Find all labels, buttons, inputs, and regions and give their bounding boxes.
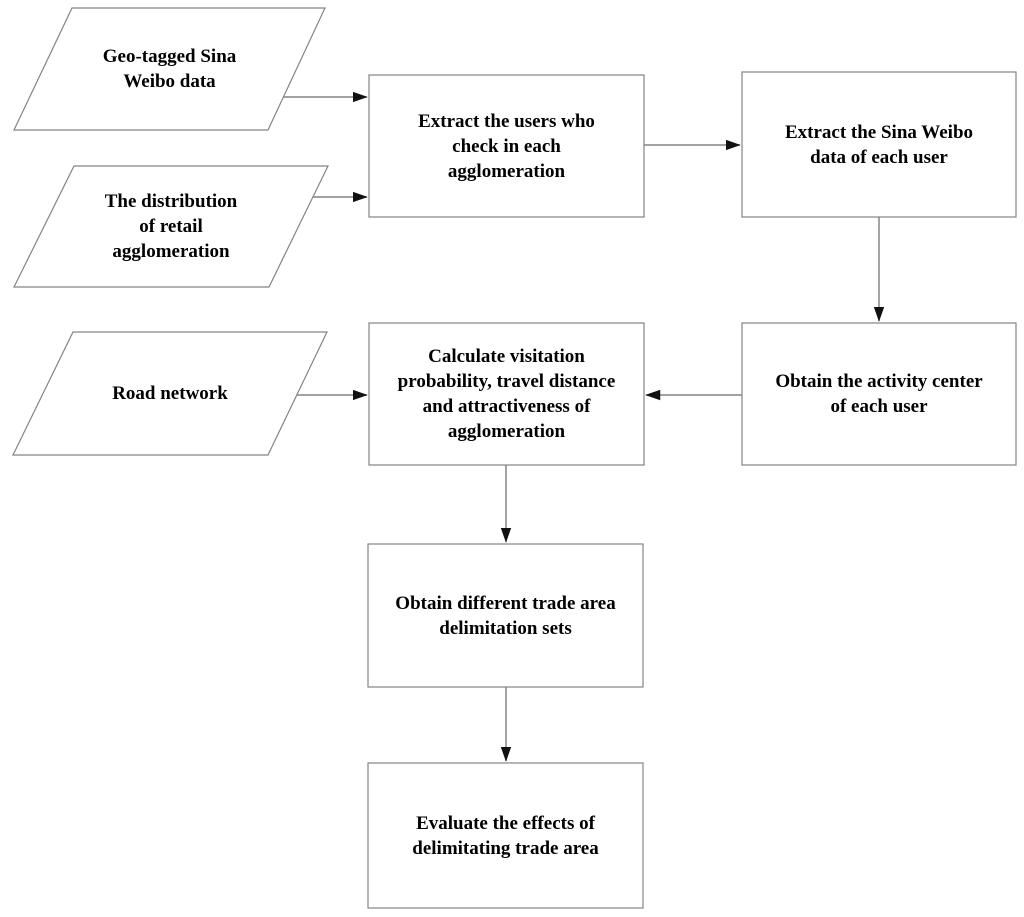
node-label-line: Obtain different trade area	[395, 592, 616, 614]
node-retail-agglomeration-distribution: The distribution of retail agglomeration	[14, 166, 328, 287]
process-extract-weibo-shape	[741, 71, 1017, 218]
node-extract-weibo-data: Extract the Sina Weibo data of each user	[742, 72, 1016, 217]
node-label-line: probability, travel distance	[397, 371, 616, 392]
node-label-line: agglomeration	[447, 160, 566, 182]
node-calculate-attractiveness: Calculate visitation probability, travel…	[369, 323, 644, 465]
node-label-line: Geo-tagged Sina	[102, 46, 237, 67]
node-label-line: agglomeration	[447, 421, 566, 442]
node-evaluate-effects: Evaluate the effects of delimitating tra…	[368, 763, 643, 908]
node-label-line: Extract the users who	[418, 110, 595, 132]
node-label-line: Calculate visitation	[428, 346, 585, 367]
parallelogram-geo-weibo-shape	[13, 7, 326, 131]
process-trade-sets-shape	[367, 543, 644, 688]
node-label-line: delimitation sets	[439, 617, 572, 639]
node-label-line: Evaluate the effects of	[416, 812, 595, 834]
node-label-line: Road network	[112, 383, 228, 404]
parallelogram-road-network-shape	[12, 331, 328, 456]
node-label-line: The distribution	[104, 191, 238, 212]
node-label-line: agglomeration	[112, 241, 230, 262]
process-evaluate-shape	[367, 762, 644, 909]
node-road-network: Road network	[13, 332, 327, 455]
node-label-line: data of each user	[810, 146, 948, 168]
process-calc-attractiveness-shape	[368, 322, 645, 466]
node-label-line: Weibo data	[123, 71, 216, 92]
node-geo-tagged-weibo-data: Geo-tagged Sina Weibo data	[14, 8, 325, 130]
process-activity-center-shape	[741, 322, 1017, 466]
node-label-line: Obtain the activity center	[775, 371, 983, 392]
node-label-line: of each user	[830, 396, 928, 417]
node-label-line: check in each	[452, 135, 561, 157]
node-activity-center: Obtain the activity center of each user	[742, 323, 1016, 465]
process-extract-users-shape	[368, 74, 645, 218]
node-label-line: delimitating trade area	[412, 837, 599, 859]
parallelogram-retail-distribution-shape	[13, 165, 329, 288]
node-trade-area-sets: Obtain different trade area delimitation…	[368, 544, 643, 687]
node-label-line: of retail	[139, 216, 203, 237]
node-extract-users: Extract the users who check in each aggl…	[369, 75, 644, 217]
node-label-line: and attractiveness of	[422, 396, 591, 417]
node-label-line: Extract the Sina Weibo	[784, 121, 974, 143]
